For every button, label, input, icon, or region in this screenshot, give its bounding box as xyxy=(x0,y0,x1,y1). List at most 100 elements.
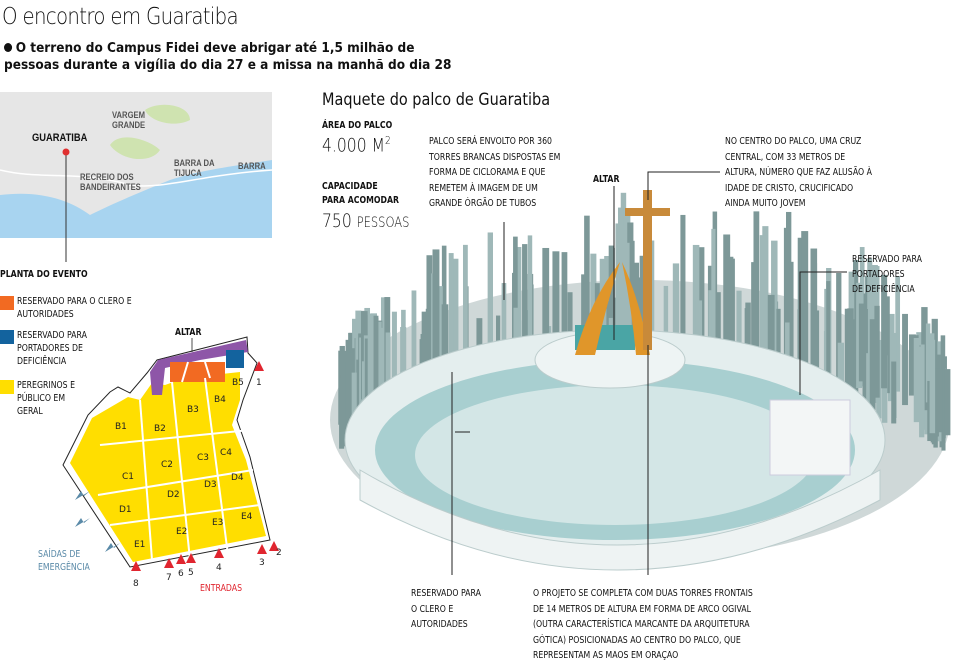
organ-tower xyxy=(436,286,443,409)
legend-swatch-clergy xyxy=(0,296,14,310)
organ-tower xyxy=(425,308,431,384)
organ-tower xyxy=(432,249,440,379)
plan-altar-label: ALTAR xyxy=(175,327,202,338)
organ-tower xyxy=(487,232,494,371)
area-label: ÁREA DO PALCO xyxy=(322,120,393,131)
organ-tower xyxy=(844,308,849,394)
note-line: DE DEFICIÊNCIA xyxy=(852,284,915,295)
organ-tower xyxy=(680,214,686,367)
organ-tower xyxy=(373,315,379,415)
note-line: RESERVADO PARA xyxy=(852,254,922,265)
organ-tower xyxy=(714,292,721,374)
organ-tower xyxy=(340,374,348,447)
block-label: E1 xyxy=(134,540,145,550)
legend-swatch-disabled xyxy=(0,330,14,344)
lead-sentence: O terreno do Campus Fidei deve abrigar a… xyxy=(4,40,452,73)
block-label: C2 xyxy=(161,460,173,470)
entrance-number: 3 xyxy=(259,558,265,568)
note-line: O CLERO E xyxy=(411,603,454,615)
organ-tower xyxy=(895,276,901,392)
organ-tower xyxy=(411,290,417,409)
organ-tower xyxy=(837,342,845,405)
block-label: C3 xyxy=(197,453,209,463)
map-label-guaratiba: GUARATIBA xyxy=(32,132,88,144)
bullet-icon xyxy=(4,43,13,52)
map-label-barra-tijuca: BARRA DA TIJUCA xyxy=(174,158,215,178)
organ-tower xyxy=(810,248,818,395)
entrance-arrow-icon xyxy=(186,553,196,563)
organ-tower xyxy=(527,235,533,382)
organ-tower xyxy=(759,235,767,371)
organ-tower xyxy=(552,251,560,392)
organ-tower xyxy=(826,281,831,396)
organ-tower xyxy=(441,304,449,381)
entrance-number: 1 xyxy=(256,378,262,388)
organ-tower xyxy=(345,361,350,441)
note-arches: O PROJETO SE COMPLETA COM DUAS TORRES FR… xyxy=(533,586,801,664)
note-line: NO CENTRO DO PALCO, UMA CRUZ xyxy=(725,136,862,147)
note-line: (OUTRA CARACTERÍSTICA MARCANTE DA ARQUIT… xyxy=(533,619,750,630)
organ-tower xyxy=(902,313,908,406)
organ-tower xyxy=(869,319,876,417)
stage-title: Maquete do palco de Guaratiba xyxy=(322,90,551,110)
organ-tower xyxy=(462,244,468,372)
organ-tower xyxy=(866,353,871,419)
organ-tower xyxy=(618,207,624,367)
entrance-number: 6 xyxy=(178,569,184,579)
note-line: O PROJETO SE COMPLETA COM DUAS TORRES FR… xyxy=(533,588,753,599)
page-title: O encontro em Guaratiba xyxy=(2,4,239,30)
organ-tower xyxy=(858,303,866,382)
note-line: AINDA MUITO JOVEM xyxy=(725,198,806,209)
organ-tower xyxy=(874,305,880,398)
note-line: PORTADORES xyxy=(852,269,905,280)
organ-tower xyxy=(929,339,936,434)
entrance-arrow-icon xyxy=(164,558,174,568)
cross-icon xyxy=(643,190,652,350)
organ-tower xyxy=(919,346,925,438)
organ-tower xyxy=(852,319,857,390)
note-line: REMETEM À IMAGEM DE UM xyxy=(429,182,538,194)
organ-tower xyxy=(925,323,931,403)
callout-lines xyxy=(451,171,847,575)
organ-tower xyxy=(522,244,528,381)
organ-tower xyxy=(923,331,928,411)
map-label-barra: BARRA xyxy=(238,161,266,171)
entrances-label: ENTRADAS xyxy=(200,583,243,594)
location-pin-icon xyxy=(62,148,70,156)
organ-tower xyxy=(385,332,391,397)
legend-swatch-public xyxy=(0,380,14,394)
map-label-vargem: VARGEM GRANDE xyxy=(112,110,146,130)
note-line: GÓTICA) POSICIONADAS AO CENTRO DO PALCO,… xyxy=(533,634,741,646)
organ-tower xyxy=(708,290,713,382)
area-number: 4.000 M xyxy=(322,134,385,157)
block-label: D1 xyxy=(119,505,132,515)
area-exponent: 2 xyxy=(384,134,391,147)
entrance-arrow-icon xyxy=(254,361,264,371)
organ-tower xyxy=(450,311,458,387)
note-line: DE 14 METROS DE ALTURA EM FORMA DE ARCO … xyxy=(533,603,751,615)
organ-tower xyxy=(940,335,946,411)
block-label: D2 xyxy=(167,490,180,500)
organ-tower xyxy=(672,263,680,387)
organ-tower xyxy=(934,368,939,437)
organ-tower xyxy=(891,361,897,424)
block-label: C4 xyxy=(220,448,232,458)
exits-label: SAÍDAS DE EMERGÊNCIA xyxy=(38,549,90,573)
organ-tower xyxy=(351,372,357,434)
organ-tower xyxy=(639,255,645,371)
organ-tower xyxy=(751,262,758,396)
block-label: B1 xyxy=(115,422,127,432)
organ-tower xyxy=(561,252,568,373)
entrance-number: 2 xyxy=(276,548,282,558)
organ-tower xyxy=(867,258,873,384)
legend-label-public: PEREGRINOS E PÚBLICO EM GERAL xyxy=(17,380,76,417)
note-line: TORRES BRANCAS DISPOSTAS EM xyxy=(429,151,561,163)
note-disabled: RESERVADO PARA PORTADORES DE DEFICIÊNCIA xyxy=(852,252,937,297)
block-label: D4 xyxy=(231,473,244,483)
capacity-label-1: CAPACIDADE xyxy=(322,181,378,192)
capacity-unit: PESSOAS xyxy=(356,215,410,231)
organ-tower xyxy=(941,382,946,451)
location-map xyxy=(0,92,273,262)
map-label-recreio: RECREIO DOS BANDEIRANTES xyxy=(80,172,141,192)
